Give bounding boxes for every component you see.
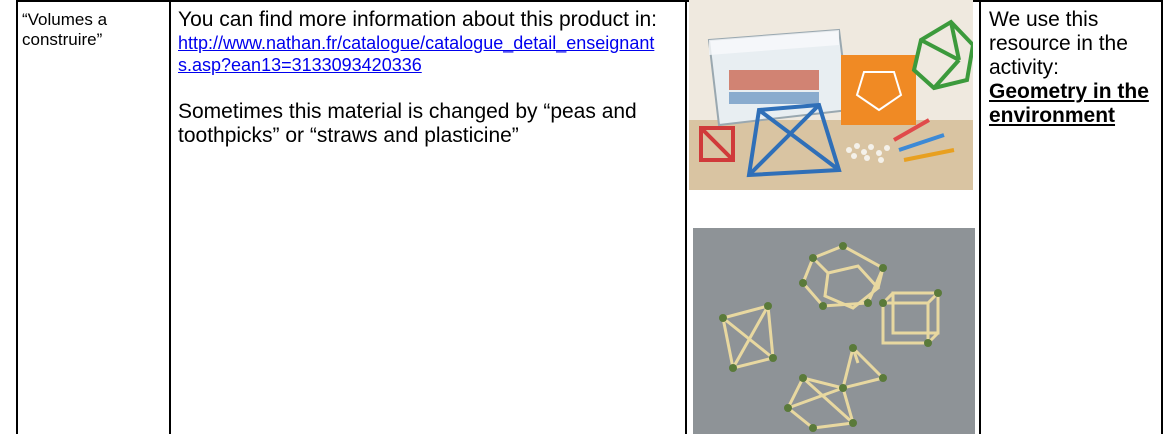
- table-border-4: [979, 0, 981, 434]
- info-intro: You can find more information about this…: [178, 8, 658, 31]
- table-border-3: [685, 0, 687, 434]
- table-border-1: [16, 0, 18, 434]
- photos-cell: [687, 0, 979, 434]
- info-note: Sometimes this material is changed by “p…: [178, 100, 637, 147]
- product-catalogue-link[interactable]: http://www.nathan.fr/catalogue/catalogue…: [178, 33, 655, 75]
- info-cell: You can find more information about this…: [171, 0, 685, 434]
- table-top-border: [16, 0, 1163, 2]
- usage-intro: We use this resource in the activity:: [989, 8, 1128, 79]
- table-border-5: [1161, 0, 1163, 434]
- resource-name: “Volumes a construire”: [22, 10, 108, 49]
- usage-cell: We use this resource in the activity: Ge…: [981, 0, 1161, 434]
- activity-link[interactable]: Geometry in the environment: [989, 80, 1149, 127]
- straw-polyhedra-photo: [693, 228, 975, 434]
- product-box-photo: [689, 0, 973, 190]
- table-border-2: [169, 0, 171, 434]
- resource-name-cell: “Volumes a construire”: [16, 0, 169, 434]
